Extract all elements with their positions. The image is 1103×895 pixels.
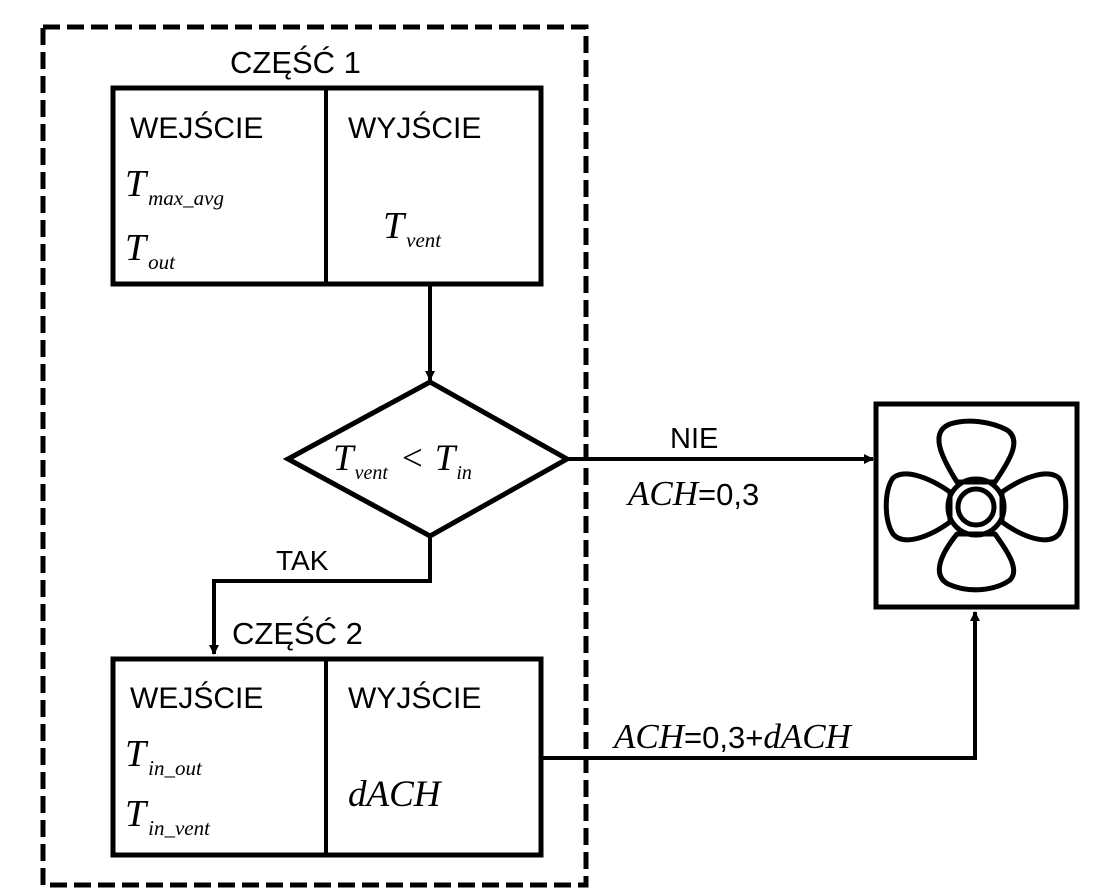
branch-yes-label: TAK bbox=[276, 545, 329, 576]
part1-output-var: Tvent bbox=[383, 205, 442, 252]
fan-icon bbox=[883, 418, 1069, 593]
decision-condition: Tvent<Tin bbox=[333, 438, 472, 484]
part2-input-var-1: Tin_out bbox=[125, 733, 203, 780]
part1-title: CZĘŚĆ 1 bbox=[230, 44, 361, 80]
part2-input-header: WEJŚCIE bbox=[130, 681, 263, 715]
decision-diamond bbox=[282, 379, 573, 539]
branch-no-label: NIE bbox=[670, 423, 718, 455]
arrow-yes-to-part2 bbox=[209, 536, 432, 655]
part2-input-var-2: Tin_vent bbox=[125, 793, 211, 840]
part1-output-header: WYJŚCIE bbox=[348, 111, 481, 145]
branch-no-formula: ACH=0,3 bbox=[626, 474, 759, 513]
arrow-part2-to-fan bbox=[541, 611, 980, 760]
part1-input-var-1: Tmax_avg bbox=[125, 163, 224, 210]
part1-input-header: WEJŚCIE bbox=[130, 111, 263, 145]
fan-box bbox=[873, 401, 1080, 610]
part2-output-var: dACH bbox=[348, 774, 443, 815]
part2-output-header: WYJŚCIE bbox=[348, 681, 481, 715]
dashed-boundary bbox=[40, 24, 589, 888]
output-formula: ACH=0,3+dACH bbox=[612, 717, 853, 756]
part1-input-var-2: Tout bbox=[125, 227, 176, 274]
part2-title: CZĘŚĆ 2 bbox=[232, 615, 363, 651]
